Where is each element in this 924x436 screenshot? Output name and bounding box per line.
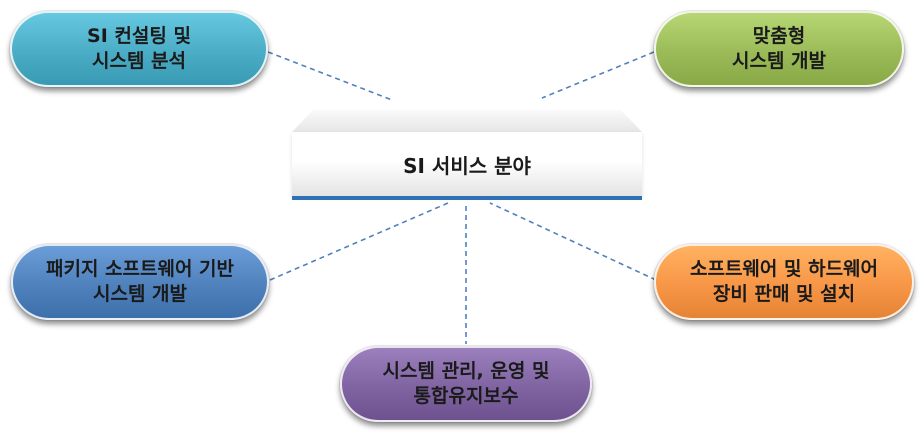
node-custom-development: 맞춤형 시스템 개발 xyxy=(654,11,904,87)
connector-top-left xyxy=(267,51,393,101)
node-maintenance-line2: 통합유지보수 xyxy=(413,385,519,407)
node-consulting-line2: 시스템 분석 xyxy=(91,50,186,72)
node-maintenance: 시스템 관리, 운영 및 통합유지보수 xyxy=(340,346,592,422)
node-hw-sw-sales-line2: 장비 판매 및 설치 xyxy=(712,283,856,305)
node-maintenance-line1: 시스템 관리, 운영 및 xyxy=(382,360,550,382)
node-consulting: SI 컨설팅 및 시스템 분석 xyxy=(10,11,268,87)
center-node: SI 서비스 분야 xyxy=(292,110,642,202)
node-package-development: 패키지 소프트웨어 기반 시스템 개발 xyxy=(11,244,269,320)
node-package-development-line2: 시스템 개발 xyxy=(92,283,187,305)
center-node-top xyxy=(292,110,642,132)
node-consulting-line1: SI 컨설팅 및 xyxy=(87,25,191,47)
node-custom-development-line2: 시스템 개발 xyxy=(731,50,826,72)
node-package-development-line1: 패키지 소프트웨어 기반 xyxy=(45,258,235,280)
node-hw-sw-sales-line1: 소프트웨어 및 하드웨어 xyxy=(689,258,879,280)
connector-mid-right xyxy=(489,202,657,281)
connector-mid-left xyxy=(269,202,449,281)
node-hw-sw-sales: 소프트웨어 및 하드웨어 장비 판매 및 설치 xyxy=(654,244,914,320)
node-custom-development-line1: 맞춤형 xyxy=(752,25,806,47)
connector-top-right xyxy=(541,51,655,99)
center-node-face: SI 서비스 분야 xyxy=(292,132,642,196)
center-node-label: SI 서비스 분야 xyxy=(403,153,531,178)
center-node-underline xyxy=(292,196,642,200)
